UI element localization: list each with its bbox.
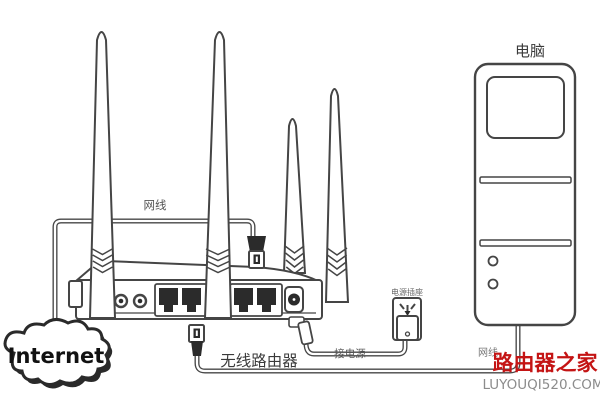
power-adapter bbox=[396, 315, 419, 341]
computer-tower bbox=[473, 62, 577, 327]
tower-drive-slot-2 bbox=[479, 239, 572, 247]
router-antenna-1 bbox=[88, 31, 117, 319]
internet-cloud: Internet bbox=[3, 318, 113, 389]
power-socket bbox=[392, 297, 422, 341]
tower-drive-slot-1 bbox=[479, 176, 572, 184]
network-cable-router-to-computer bbox=[194, 323, 521, 374]
network-cable-top-label: 网线 bbox=[144, 198, 167, 212]
router-round-jack-2 bbox=[132, 293, 148, 309]
network-cable-internet-to-router bbox=[52, 218, 256, 325]
socket-pin-holes-icon bbox=[399, 303, 416, 316]
computer-label: 电脑 bbox=[515, 42, 545, 60]
watermark: 路由器之家 LUYOUQI520.COM bbox=[482, 351, 600, 393]
network-cable-bottom-label: 网线 bbox=[478, 346, 498, 359]
power-cable bbox=[303, 335, 408, 357]
wireless-router bbox=[68, 259, 323, 328]
internet-label: Internet bbox=[8, 344, 105, 368]
router-power-jack bbox=[284, 286, 304, 313]
connect-power-label: 接电源 bbox=[334, 347, 366, 360]
tower-side-panel bbox=[486, 76, 565, 139]
tower-button-1 bbox=[487, 255, 499, 267]
tower-button-2 bbox=[487, 278, 499, 290]
rj45-port-icon bbox=[182, 288, 201, 312]
router-lan-port-group-1 bbox=[154, 283, 208, 317]
router-round-jack-1 bbox=[113, 293, 129, 309]
adapter-screw-icon bbox=[404, 331, 411, 337]
rj45-port-icon bbox=[257, 288, 276, 312]
router-antenna-4 bbox=[324, 88, 350, 303]
router-left-cap bbox=[68, 280, 83, 308]
router-antenna-3 bbox=[282, 118, 307, 275]
rj45-port-icon bbox=[234, 288, 253, 312]
lan-rj45-connector bbox=[188, 324, 205, 356]
wan-rj45-connector bbox=[247, 236, 266, 269]
router-lan-port-group-2 bbox=[229, 283, 283, 317]
dc-power-plug bbox=[297, 320, 314, 346]
rj45-port-icon bbox=[159, 288, 178, 312]
watermark-site-url: LUYOUQI520.COM bbox=[482, 377, 600, 393]
wireless-router-label: 无线路由器 bbox=[220, 352, 298, 370]
watermark-site-name: 路由器之家 bbox=[493, 351, 599, 375]
power-socket-label: 电源插座 bbox=[391, 287, 423, 297]
router-antenna-2 bbox=[203, 31, 233, 319]
